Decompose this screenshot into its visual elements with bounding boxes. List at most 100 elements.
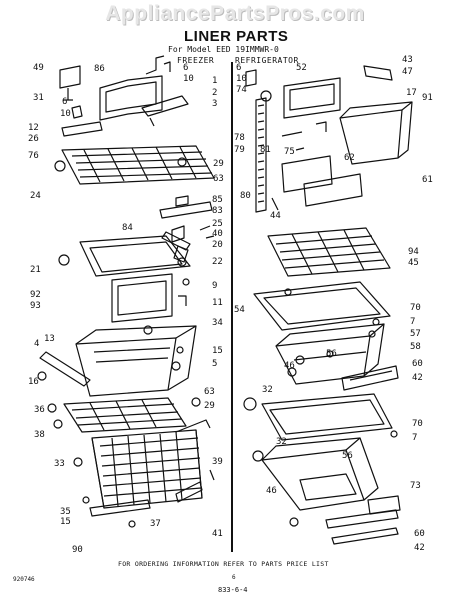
- callout-label: 46: [266, 486, 277, 496]
- freezer-bracket: [99, 75, 163, 121]
- callout-label: 7: [412, 433, 417, 443]
- callout-label: 79: [234, 145, 245, 155]
- callout-label: 80: [240, 191, 251, 201]
- callout-label: 1: [212, 76, 217, 86]
- callout-label: 3: [212, 99, 217, 109]
- callout-label: 93: [30, 301, 41, 311]
- callout-label: 52: [296, 63, 307, 73]
- callout-label: 47: [402, 67, 413, 77]
- callout-label: 20: [212, 240, 223, 250]
- callout-label: 62: [344, 153, 355, 163]
- callout-label: 70: [410, 303, 421, 313]
- callout-label: 29: [213, 159, 224, 169]
- callout-label: 57: [410, 329, 421, 339]
- ordering-note: FOR ORDERING INFORMATION REFER TO PARTS …: [118, 560, 329, 568]
- lower-glass-shelf: [261, 393, 393, 441]
- callout-label: 83: [212, 206, 223, 216]
- callout-label: 84: [122, 223, 133, 233]
- callout-label: 42: [414, 543, 425, 553]
- page-number: 6: [232, 574, 236, 581]
- callout-label: 10: [60, 109, 71, 119]
- callout-label: 25: [212, 219, 223, 229]
- freezer-glass-shelf: [79, 235, 191, 277]
- callout-label: 6: [62, 97, 67, 107]
- callout-label: 26: [28, 134, 39, 144]
- knob-icon: [54, 160, 66, 172]
- callout-label: 94: [408, 247, 419, 257]
- callout-label: 13: [44, 334, 55, 344]
- callout-label: 75: [284, 147, 295, 157]
- refrigerator-glass-shelf: [253, 281, 391, 331]
- callout-label: 56: [342, 451, 353, 461]
- callout-label: 42: [412, 373, 423, 383]
- callout-label: 36: [34, 405, 45, 415]
- callout-label: 9: [212, 281, 217, 291]
- callout-label: 46: [284, 361, 295, 371]
- callout-label: 60: [414, 529, 425, 539]
- callout-label: 73: [410, 481, 421, 491]
- callout-label: 29: [204, 401, 215, 411]
- callout-label: 4: [34, 339, 39, 349]
- callout-label: 76: [28, 151, 39, 161]
- callout-label: 91: [422, 93, 433, 103]
- callout-label: 32: [262, 385, 273, 395]
- callout-label: 56: [326, 349, 337, 359]
- callout-label: 61: [422, 175, 433, 185]
- callout-label: 32: [276, 437, 287, 447]
- callout-label: 38: [34, 430, 45, 440]
- callout-label: 15: [60, 517, 71, 527]
- callout-label: 16: [28, 377, 39, 387]
- callout-label: 85: [212, 195, 223, 205]
- freezer-bin: [75, 337, 177, 397]
- callout-label: 43: [402, 55, 413, 65]
- model-line: For Model EED 19IMMWR-0: [168, 45, 279, 54]
- callout-label: 12: [28, 123, 39, 133]
- callout-label: 11: [212, 298, 223, 308]
- callout-label: 22: [212, 257, 223, 267]
- callout-label: 34: [212, 318, 223, 328]
- callout-label: 45: [408, 258, 419, 268]
- callout-label: 58: [410, 342, 421, 352]
- part-number: 833-6-4: [218, 586, 248, 594]
- crisper-drawer: [275, 335, 371, 385]
- callout-label: 92: [30, 290, 41, 300]
- diagram-code: 920746: [13, 576, 35, 583]
- callout-label: 40: [212, 229, 223, 239]
- callout-label: 78: [234, 133, 245, 143]
- callout-label: 33: [54, 459, 65, 469]
- callout-label: 10: [183, 74, 194, 84]
- callout-label: 31: [33, 93, 44, 103]
- refrigerator-section-label: REFRIGERATOR: [235, 56, 299, 65]
- page-title: LINER PARTS: [184, 28, 289, 45]
- callout-label: 74: [236, 85, 247, 95]
- callout-label: 70: [412, 419, 423, 429]
- callout-label: 6: [236, 63, 241, 73]
- callout-label: 10: [236, 74, 247, 84]
- callout-label: 49: [33, 63, 44, 73]
- callout-label: 2: [212, 88, 217, 98]
- callout-label: 37: [150, 519, 161, 529]
- callout-label: 63: [204, 387, 215, 397]
- callout-label: 39: [212, 457, 223, 467]
- callout-label: 63: [213, 174, 224, 184]
- callout-label: 60: [412, 359, 423, 369]
- callout-label: 54: [234, 305, 245, 315]
- screw-icon: [63, 88, 73, 101]
- refrigerator-top-shelf: [267, 227, 391, 277]
- callout-label: 7: [410, 317, 415, 327]
- callout-label: 24: [30, 191, 41, 201]
- freezer-section-label: FREEZER: [177, 56, 215, 65]
- freezer-top-shelf: [61, 145, 215, 185]
- refrigerator-rail: [255, 97, 267, 213]
- callout-label: 21: [30, 265, 41, 275]
- callout-label: 35: [60, 507, 71, 517]
- callout-label: 44: [270, 211, 281, 221]
- callout-label: 5: [212, 359, 217, 369]
- callout-label: 90: [72, 545, 83, 555]
- callout-label: 17: [406, 88, 417, 98]
- watermark: AppliancePartsPros.com: [105, 2, 365, 25]
- callout-label: 15: [212, 346, 223, 356]
- callout-label: 86: [94, 64, 105, 74]
